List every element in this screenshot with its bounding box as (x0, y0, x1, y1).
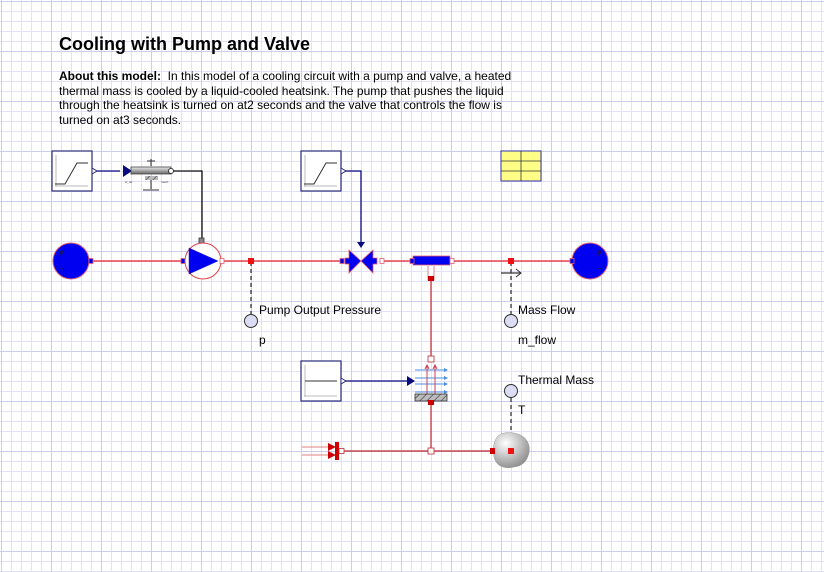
sink-right-label-p: p (598, 250, 602, 256)
heatsink-icon (414, 363, 448, 402)
thermal-connections (342, 268, 493, 452)
valve-block[interactable] (339, 249, 385, 274)
input-arrow-icon (123, 165, 132, 177)
probe-variable-p: p (259, 333, 266, 347)
about-line-4: turned on at3 seconds. (59, 112, 182, 127)
ramp-source-icon (55, 155, 88, 187)
valve-icon (344, 249, 378, 274)
fluid-port-icon[interactable] (88, 258, 94, 264)
output-port-icon[interactable] (340, 377, 347, 385)
probe-name-thermal-mass: Thermal Mass (518, 373, 595, 387)
fluid-port-icon[interactable] (409, 258, 415, 264)
thermal-mass-block[interactable] (490, 432, 530, 468)
fluid-port-icon[interactable] (180, 258, 186, 264)
output-port-icon[interactable] (340, 167, 347, 175)
temperature-node-icon (508, 448, 514, 454)
connection-motor-pump[interactable] (172, 170, 203, 240)
constant-source-icon (304, 365, 337, 397)
probe-connections (250, 262, 512, 451)
source-left-block[interactable]: p T (52, 242, 94, 280)
flow-direction-icon (501, 268, 522, 278)
motor-left-label: w_ref (125, 180, 133, 184)
fluid-port-icon[interactable] (379, 258, 385, 264)
about-text: About this model: In this model of a coo… (59, 69, 539, 127)
parameter-table-block[interactable] (500, 150, 542, 182)
probe-mass-flow[interactable] (504, 314, 518, 328)
pump-ramp-block[interactable] (51, 150, 98, 192)
heat-port-icon[interactable] (428, 276, 434, 281)
flow-junction-icon[interactable] (508, 258, 514, 264)
motor-icon (130, 166, 172, 175)
about-label: About this model: (59, 69, 161, 83)
valve-ramp-block[interactable] (300, 150, 347, 192)
heat-source-block[interactable] (302, 442, 345, 460)
sink-right-block[interactable]: p T (569, 242, 609, 280)
thermal-junction-icon[interactable] (427, 447, 435, 455)
motor-block[interactable]: w_ref mech (123, 159, 174, 191)
boundary-sink-icon (571, 242, 609, 280)
probe-name-pump-output-pressure: Pump Output Pressure (259, 303, 382, 317)
signal-connections (96, 170, 408, 382)
heatsink-block[interactable] (407, 355, 448, 405)
fluid-port-icon[interactable] (449, 258, 455, 264)
about-line-2: thermal mass is cooled by a liquid-coole… (59, 83, 504, 98)
pipe-icon (412, 255, 451, 266)
pump-block[interactable] (180, 237, 225, 280)
heat-port-icon[interactable] (428, 400, 434, 405)
probe-thermal-mass[interactable] (504, 384, 518, 398)
source-left-label-t: T (60, 269, 64, 275)
heat-flow-source-icon (302, 442, 339, 460)
probe-variable-t: T (518, 403, 526, 417)
probe-icon (244, 314, 258, 328)
heat-port-icon[interactable] (490, 448, 495, 454)
output-flange-icon[interactable] (168, 168, 174, 174)
heat-signal-block[interactable] (300, 360, 347, 402)
fluid-port-icon[interactable] (569, 258, 575, 264)
boundary-source-icon (52, 242, 90, 280)
heat-port-icon[interactable] (427, 355, 435, 363)
pressure-junction-icon[interactable] (248, 258, 254, 264)
probe-icon (504, 314, 518, 328)
probe-icon (504, 384, 518, 398)
page-title: Cooling with Pump and Valve (59, 34, 311, 54)
heat-port-icon[interactable] (338, 448, 345, 454)
arrow-head-icon (357, 242, 365, 248)
fluid-port-icon[interactable] (339, 258, 345, 264)
source-left-label-p: p (60, 250, 64, 256)
output-port-icon[interactable] (91, 167, 98, 175)
probe-pump-output-pressure[interactable] (244, 314, 258, 328)
about-line-1: In this model of a cooling circuit with … (167, 69, 512, 83)
pump-icon (188, 247, 219, 275)
probe-variable-m-flow: m_flow (518, 333, 557, 347)
motor-right-label: mech (161, 180, 169, 184)
connection-ramp-valve[interactable] (345, 170, 362, 244)
probe-name-mass-flow: Mass Flow (518, 303, 576, 317)
ramp-source-icon (304, 155, 337, 187)
about-line-3: through the heatsink is turned on at2 se… (59, 98, 502, 112)
input-arrow-icon (407, 376, 415, 386)
pipe-block[interactable] (409, 255, 455, 281)
fluid-port-icon[interactable] (219, 258, 225, 264)
sink-right-label-t: T (598, 269, 602, 275)
